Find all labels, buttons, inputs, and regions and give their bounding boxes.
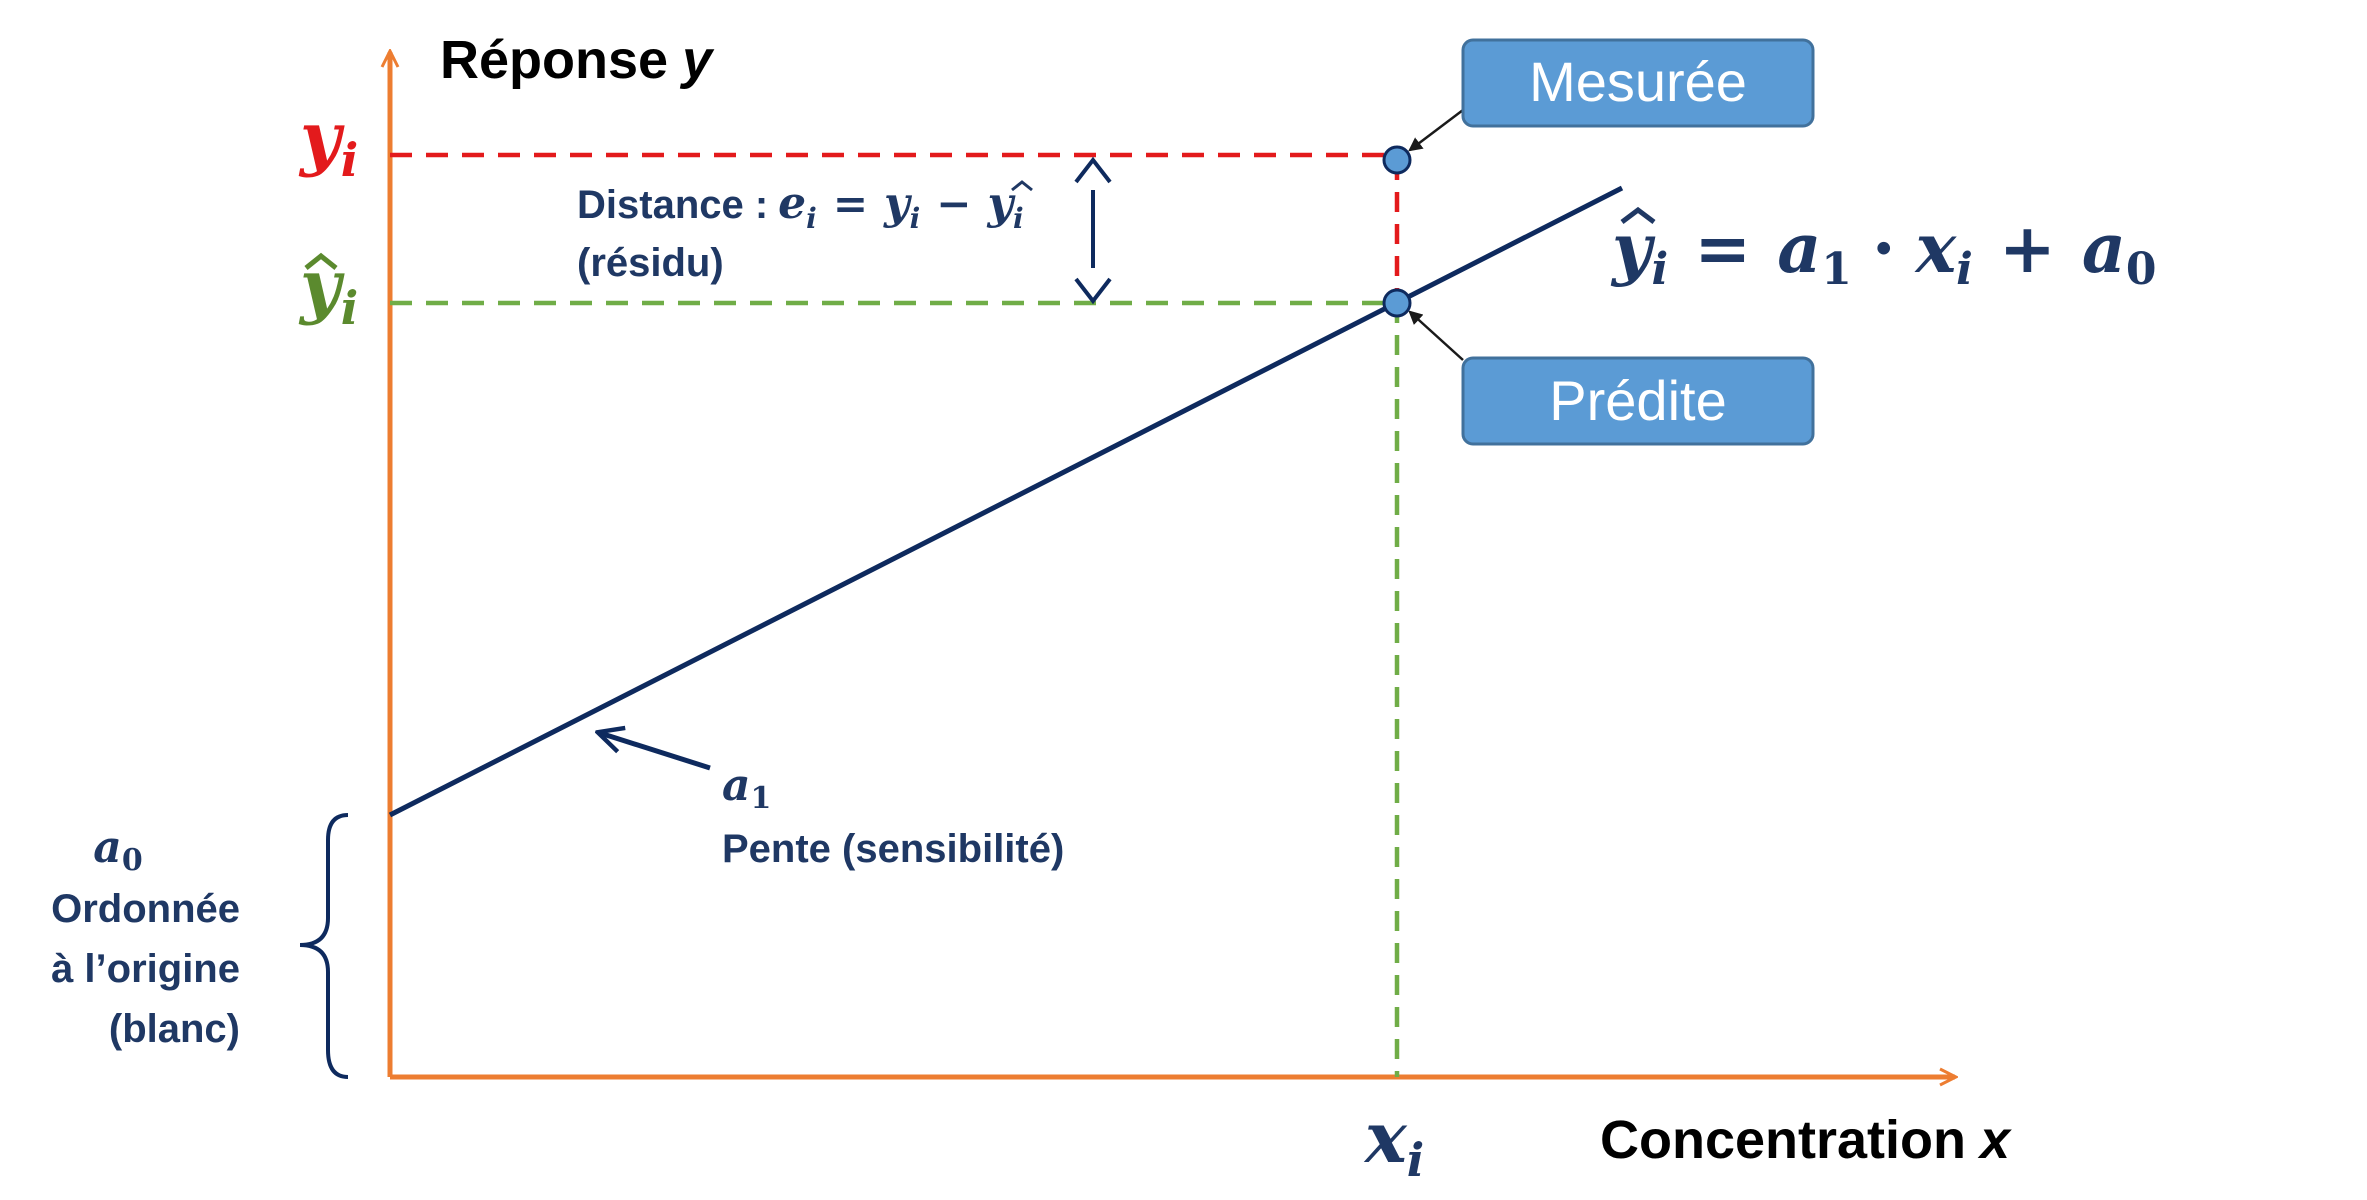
slope-annotation: a1 Pente (sensibilité)	[722, 760, 1064, 871]
residu-label: (résidu)	[577, 241, 724, 285]
intercept-line-3: (blanc)	[109, 1007, 240, 1051]
slope-arrow	[600, 733, 711, 771]
distance-annotation: Distance :ei=yi−yi (résidu)	[577, 178, 1033, 285]
equation-hat	[1620, 206, 1656, 224]
predicted-point	[1382, 288, 1412, 318]
predicted-box-label: Prédite	[1549, 369, 1726, 432]
predicted-pointer	[1408, 310, 1464, 361]
intercept-line-2: à l’origine	[51, 947, 240, 991]
slope-symbol: a1	[722, 760, 771, 816]
measured-pointer	[1408, 109, 1464, 152]
slope-text: Pente (sensibilité)	[722, 827, 1064, 871]
measured-box-label: Mesurée	[1529, 50, 1747, 113]
intercept-annotation: a0 Ordonnée à l’origine (blanc)	[51, 822, 240, 1051]
yhat-label: yi	[298, 244, 358, 335]
regression-equation: yi=a1·xi+a0	[1610, 206, 2157, 295]
yi-label: yi	[298, 96, 358, 187]
yhat-hat	[304, 252, 338, 270]
intercept-brace	[299, 813, 349, 1079]
xi-label: xi	[1363, 1096, 1424, 1187]
measured-point	[1382, 145, 1412, 175]
intercept-symbol: a0	[93, 822, 142, 878]
regression-line	[388, 185, 1624, 818]
svg-text:yi: yi	[298, 244, 358, 335]
distance-yhat-hat	[1011, 180, 1033, 192]
residual-arrow-head-top	[1074, 156, 1112, 184]
measured-callout: Mesurée	[1461, 38, 1815, 128]
intercept-line-1: Ordonnée	[51, 887, 240, 931]
predicted-callout: Prédite	[1461, 356, 1815, 446]
distance-formula: Distance :ei=yi−yi	[577, 178, 1024, 235]
svg-text:yi=a1·xi+a0: yi=a1·xi+a0	[1610, 209, 2157, 295]
residual-arrow-head-bottom	[1074, 277, 1112, 305]
